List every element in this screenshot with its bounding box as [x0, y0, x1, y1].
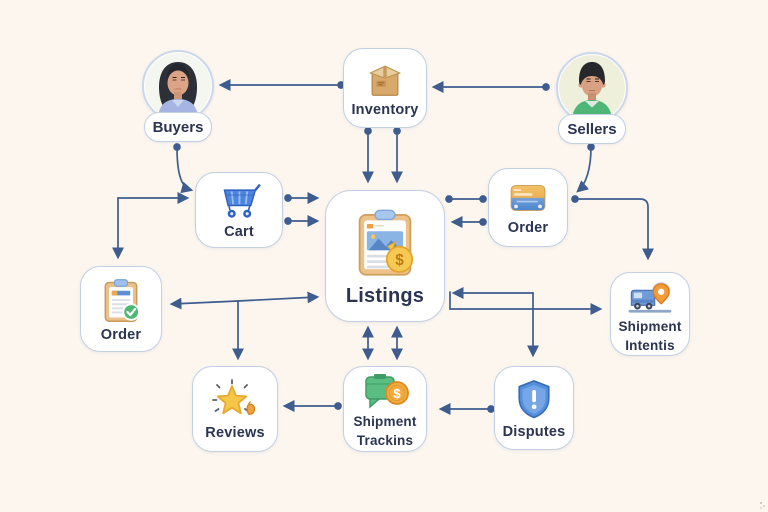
- man-avatar-icon: [559, 55, 625, 121]
- edge-fork-to-order-confirmed: [169, 297, 239, 310]
- shipment-tracking-label-1: Shipment: [353, 414, 417, 430]
- delivery-truck-pin-icon: [624, 274, 676, 316]
- node-shipment-tracking: $ Shipment Trackins: [343, 366, 427, 452]
- edge-fork-to-listings: [237, 291, 320, 304]
- node-buyers: Buyers: [144, 112, 212, 142]
- clipboard-check-icon: [96, 276, 146, 324]
- sellers-label: Sellers: [567, 120, 617, 138]
- shield-alert-icon: [511, 377, 557, 421]
- star-icon: [210, 378, 260, 422]
- node-reviews: Reviews: [192, 366, 278, 452]
- edge-sellers-order-payment: [576, 143, 595, 193]
- node-order-payment: Order: [488, 168, 568, 247]
- shipment-tracking-label-2: Trackins: [356, 433, 414, 448]
- order-confirmed-label: Order: [100, 326, 142, 343]
- package-coin-icon: $: [360, 369, 410, 411]
- shopping-cart-icon: [214, 181, 264, 221]
- inventory-label: Inventory: [351, 101, 419, 118]
- node-sellers: Sellers: [558, 114, 626, 144]
- credit-card-icon: [504, 179, 552, 217]
- node-order-confirmed: Order: [80, 266, 162, 352]
- reviews-label: Reviews: [205, 424, 265, 441]
- shipment-intents-label-1: Shipment: [618, 319, 682, 335]
- node-shipment-intents: Shipment Intentis: [610, 272, 690, 356]
- dollar-glyph: $: [395, 252, 404, 269]
- disputes-label: Disputes: [502, 423, 566, 440]
- cart-label: Cart: [224, 223, 254, 240]
- sellers-avatar: [556, 52, 628, 124]
- order-payment-label: Order: [507, 220, 549, 236]
- node-cart: Cart: [195, 172, 283, 248]
- clipboard-price-icon: $: [345, 204, 425, 282]
- dollar-glyph: $: [393, 386, 401, 401]
- node-listings: $ Listings: [325, 190, 445, 322]
- edge-order-payment-shipment-intents: [571, 195, 654, 261]
- corner-artifact: [760, 502, 762, 504]
- woman-avatar-icon: [145, 53, 211, 119]
- shipment-intents-label-2: Intentis: [625, 338, 675, 353]
- listings-label: Listings: [345, 285, 425, 307]
- node-inventory: Inventory: [343, 48, 427, 128]
- buyers-label: Buyers: [152, 118, 204, 136]
- edge-buyers-cart: [173, 143, 194, 194]
- node-disputes: Disputes: [494, 366, 574, 450]
- package-box-icon: [361, 59, 409, 99]
